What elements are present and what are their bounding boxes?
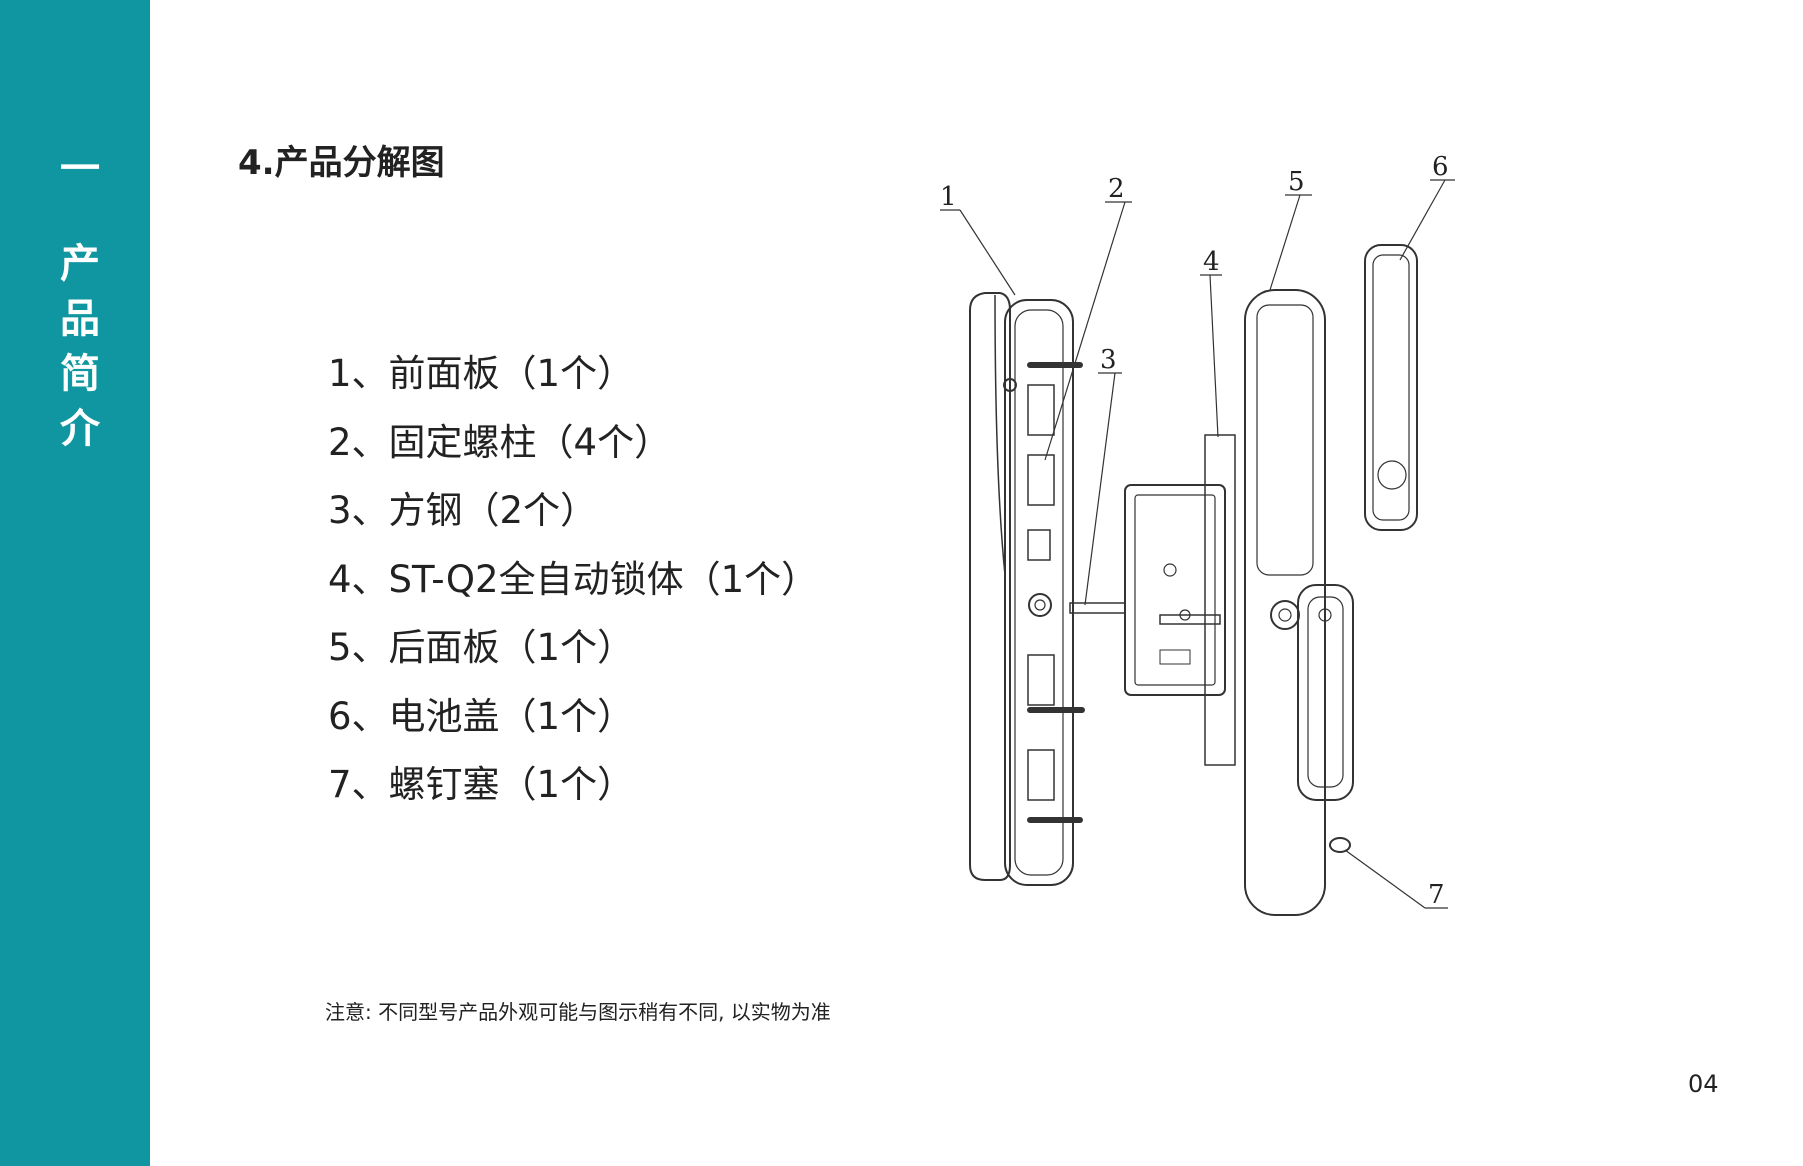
section-title: 4.产品分解图 bbox=[238, 143, 445, 183]
spindle-drawing bbox=[1069, 602, 1221, 625]
sidebar-chapter-title: 一 产 品 简 介 bbox=[0, 142, 160, 457]
parts-list-item: 4、ST-Q2全自动锁体（1个） bbox=[328, 557, 819, 601]
diagram-label-2: 2 bbox=[1108, 174, 1125, 204]
sidebar: 一 产 品 简 介 bbox=[0, 0, 150, 1166]
chapter-title-char: 简 bbox=[60, 351, 100, 397]
screw-plug-drawing bbox=[1329, 837, 1351, 853]
parts-list: 1、前面板（1个） 2、固定螺柱（4个） 3、方钢（2个） 4、ST-Q2全自动… bbox=[328, 340, 818, 820]
front-panel-drawing bbox=[969, 292, 1085, 886]
disclaimer-note: 注意: 不同型号产品外观可能与图示稍有不同, 以实物为准 bbox=[325, 1000, 831, 1024]
diagram-label-6: 6 bbox=[1432, 152, 1449, 182]
chapter-title-char: 品 bbox=[60, 296, 100, 342]
parts-list-item: 6、电池盖（1个） bbox=[328, 694, 635, 738]
parts-list-item: 3、方钢（2个） bbox=[328, 489, 598, 532]
chapter-title-char: 产 bbox=[60, 241, 100, 287]
leader-lines bbox=[940, 179, 1455, 909]
parts-list-item: 5、后面板（1个） bbox=[328, 626, 635, 669]
chapter-marker: 一 bbox=[60, 146, 100, 192]
diagram-label-7: 7 bbox=[1428, 880, 1445, 910]
chapter-title-char: 介 bbox=[60, 406, 100, 452]
diagram-label-group: 1 2 3 4 5 6 7 bbox=[940, 152, 1449, 910]
page-number: 04 bbox=[1688, 1070, 1719, 1098]
diagram-label-4: 4 bbox=[1203, 247, 1220, 277]
lock-body-drawing bbox=[1124, 434, 1236, 766]
parts-list-item: 7、螺钉塞（1个） bbox=[328, 763, 635, 806]
parts-list-item: 1、前面板（1个） bbox=[328, 352, 635, 395]
back-panel-drawing bbox=[1244, 289, 1354, 916]
diagram-label-5: 5 bbox=[1288, 167, 1305, 197]
diagram-label-1: 1 bbox=[940, 182, 957, 212]
parts-list-item: 2、固定螺柱（4个） bbox=[328, 420, 672, 464]
exploded-view-diagram: 1 2 3 4 5 6 7 bbox=[940, 152, 1455, 916]
diagram-label-3: 3 bbox=[1100, 345, 1117, 375]
battery-cover-drawing bbox=[1364, 244, 1418, 531]
